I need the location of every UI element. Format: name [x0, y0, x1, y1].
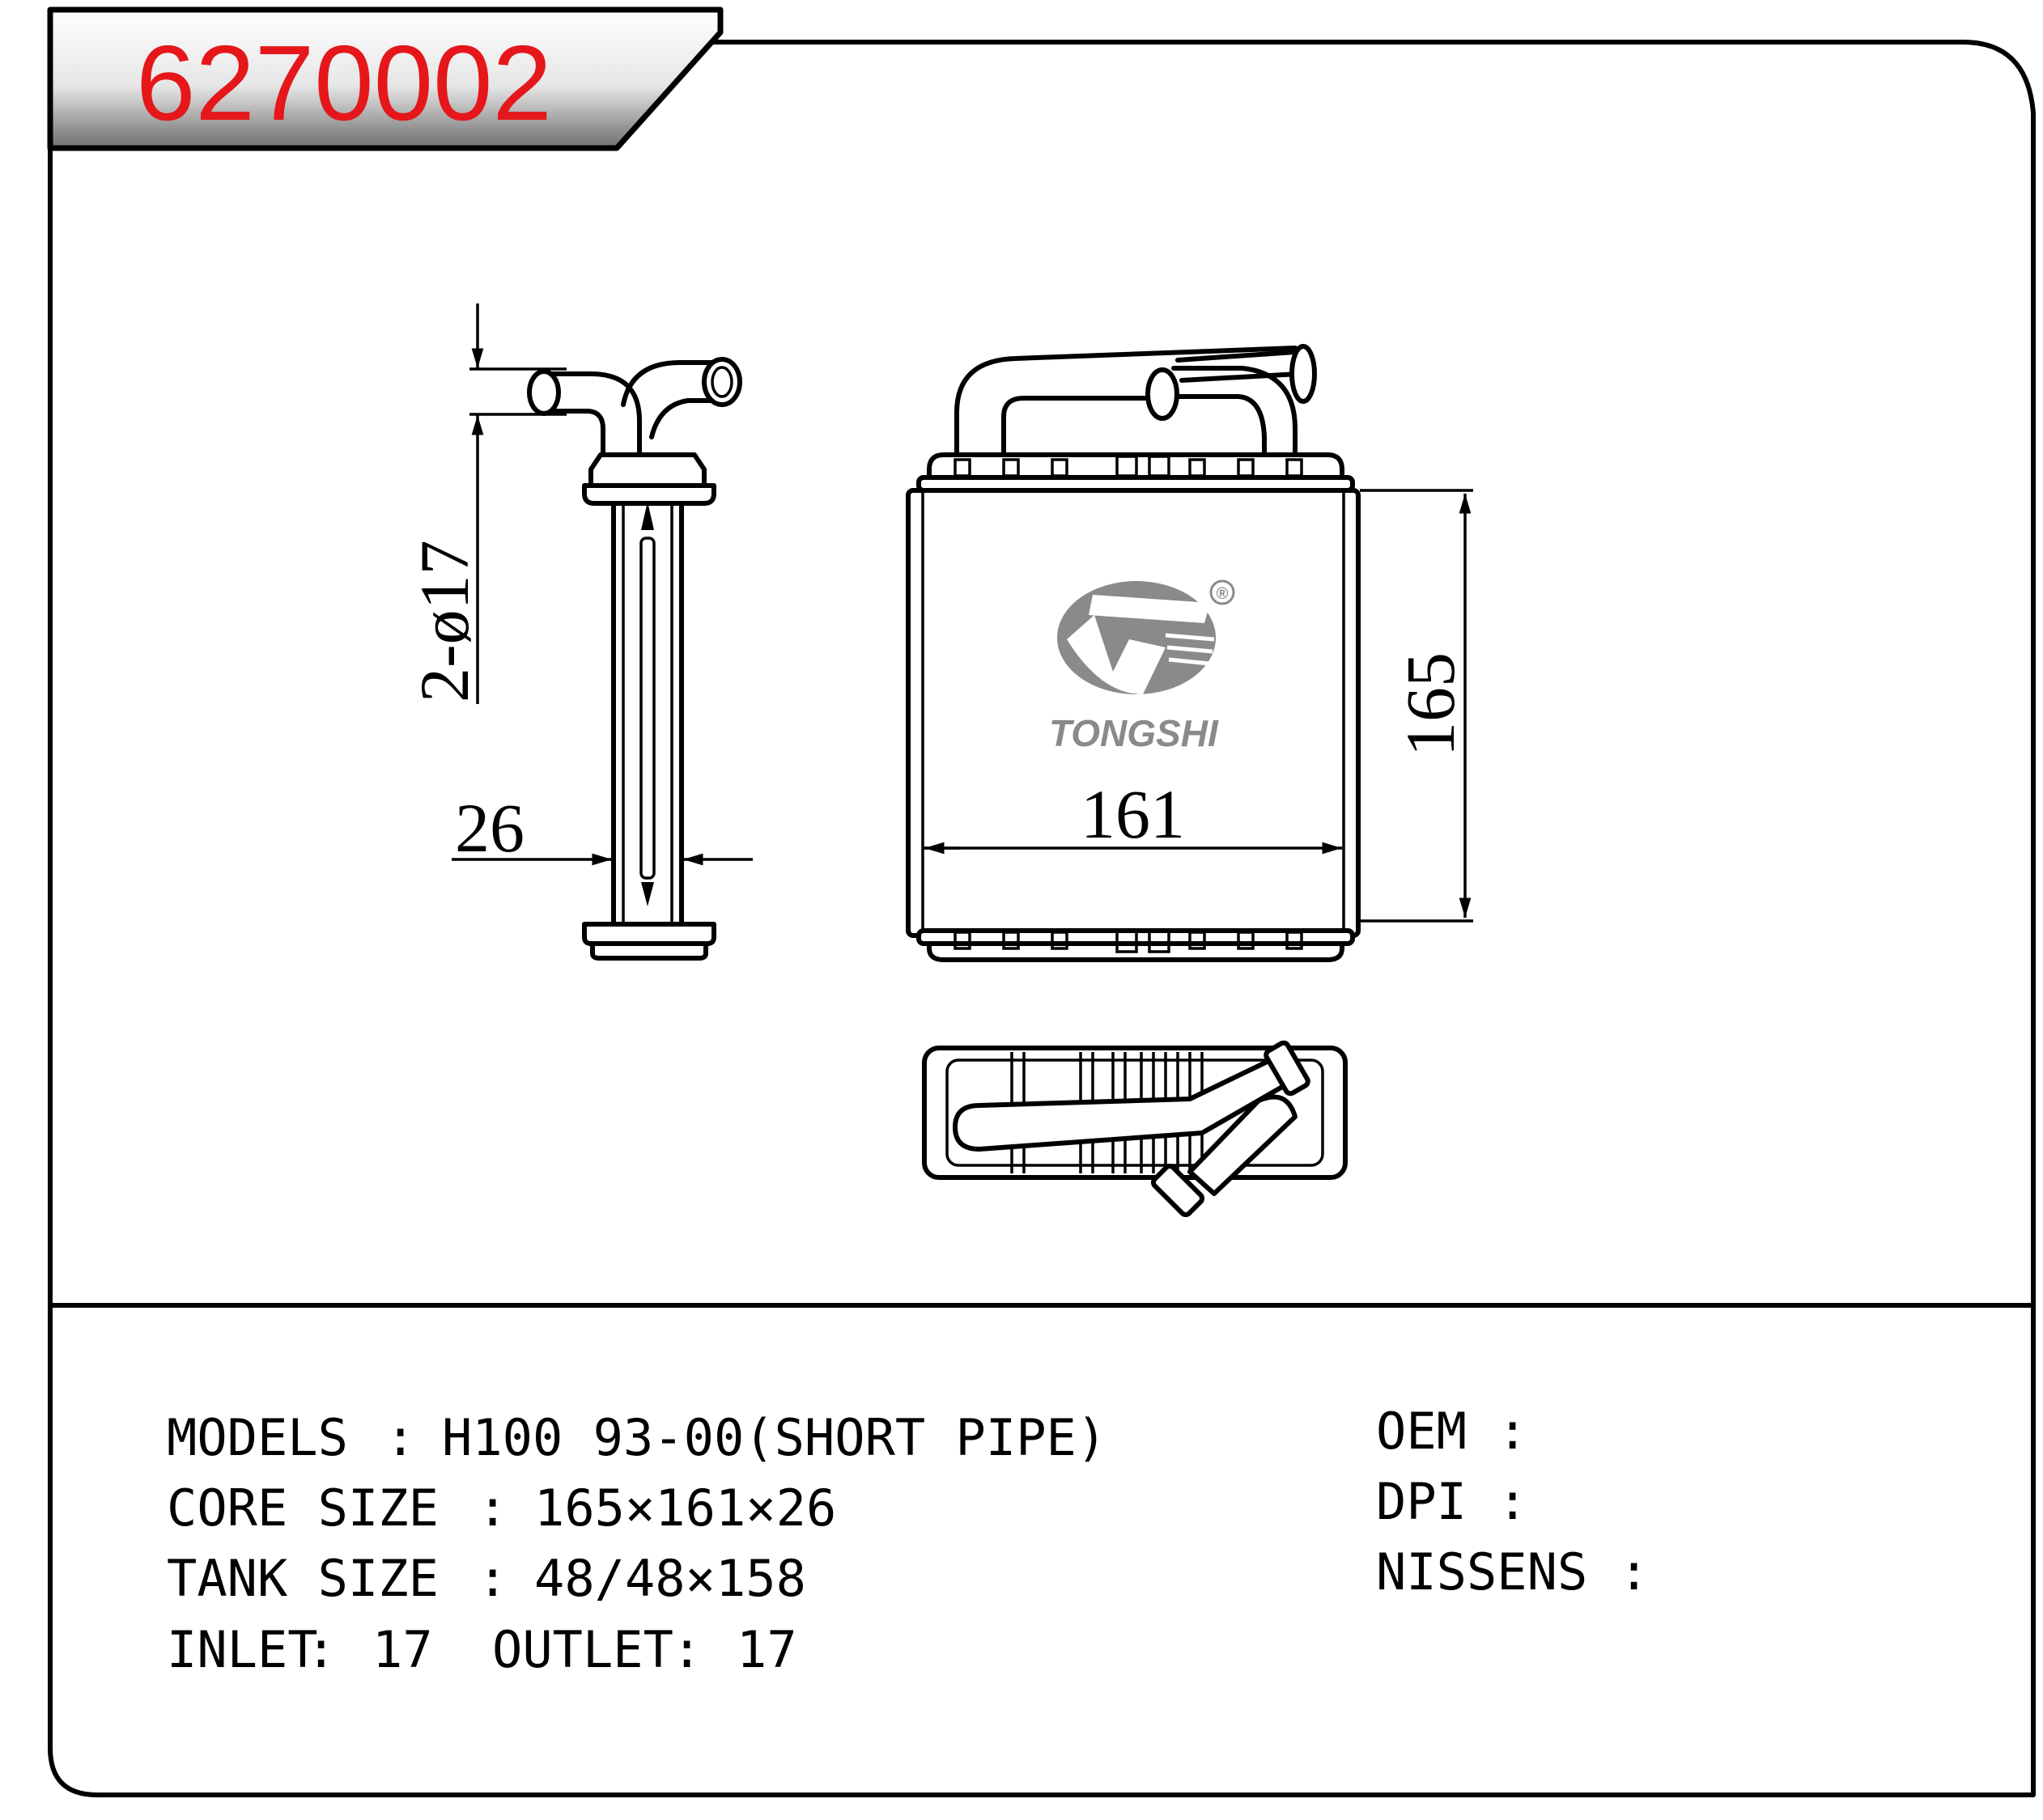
- tank-size-label: TANK SIZE: [167, 1549, 439, 1608]
- inlet-value: 17: [372, 1620, 433, 1679]
- part-number: 6270002: [136, 23, 552, 142]
- nissens-label: NISSENS: [1376, 1542, 1587, 1602]
- tank-size-separator: :: [478, 1549, 508, 1608]
- side-view-drawing: [527, 357, 742, 961]
- models-value: H100 93-00(SHORT PIPE): [442, 1408, 1106, 1467]
- tank-size-value: 48/48×158: [534, 1549, 806, 1608]
- models-label: MODELS: [167, 1408, 348, 1467]
- core-size-value: 165×161×26: [534, 1478, 836, 1538]
- inlet-separator: :: [306, 1620, 336, 1679]
- tongshi-emblem-icon: [1057, 581, 1216, 694]
- dpi-separator: :: [1497, 1472, 1527, 1531]
- width-dimension: 161: [923, 775, 1342, 855]
- oem-label: OEM: [1376, 1402, 1467, 1461]
- dpi-label: DPI: [1376, 1472, 1467, 1531]
- outlet-value: 17: [737, 1620, 797, 1679]
- core-size-label: CORE SIZE: [167, 1478, 439, 1538]
- front-view-drawing: [906, 344, 1361, 962]
- width-label: 161: [1081, 775, 1185, 853]
- registered-mark-icon: ®: [1209, 579, 1235, 605]
- pipe-diameter-label: 2-ø17: [406, 540, 483, 702]
- spec-block: MODELS : H100 93-00(SHORT PIPE) CORE SIZ…: [167, 1402, 1649, 1679]
- models-separator: :: [385, 1408, 415, 1467]
- part-number-tab: 6270002: [47, 6, 724, 151]
- sheet-frame: [48, 40, 2036, 1797]
- oem-separator: :: [1497, 1402, 1527, 1461]
- outlet-label: OUTLET: [492, 1620, 673, 1679]
- pipe-diameter-dimension: 2-ø17: [406, 303, 567, 704]
- outlet-separator: :: [672, 1620, 702, 1679]
- nissens-separator: :: [1619, 1542, 1649, 1602]
- tongshi-logo: ® TONGSHI: [1049, 579, 1235, 754]
- depth-label: 26: [455, 789, 525, 867]
- svg-text:®: ®: [1217, 585, 1229, 603]
- inlet-label: INLET: [167, 1620, 318, 1679]
- depth-dimension: 26: [452, 789, 753, 867]
- core-size-separator: :: [478, 1478, 508, 1538]
- brand-name: TONGSHI: [1049, 712, 1219, 754]
- top-view-drawing: [922, 1040, 1348, 1218]
- height-label: 165: [1391, 652, 1469, 757]
- height-dimension: 165: [1360, 489, 1473, 923]
